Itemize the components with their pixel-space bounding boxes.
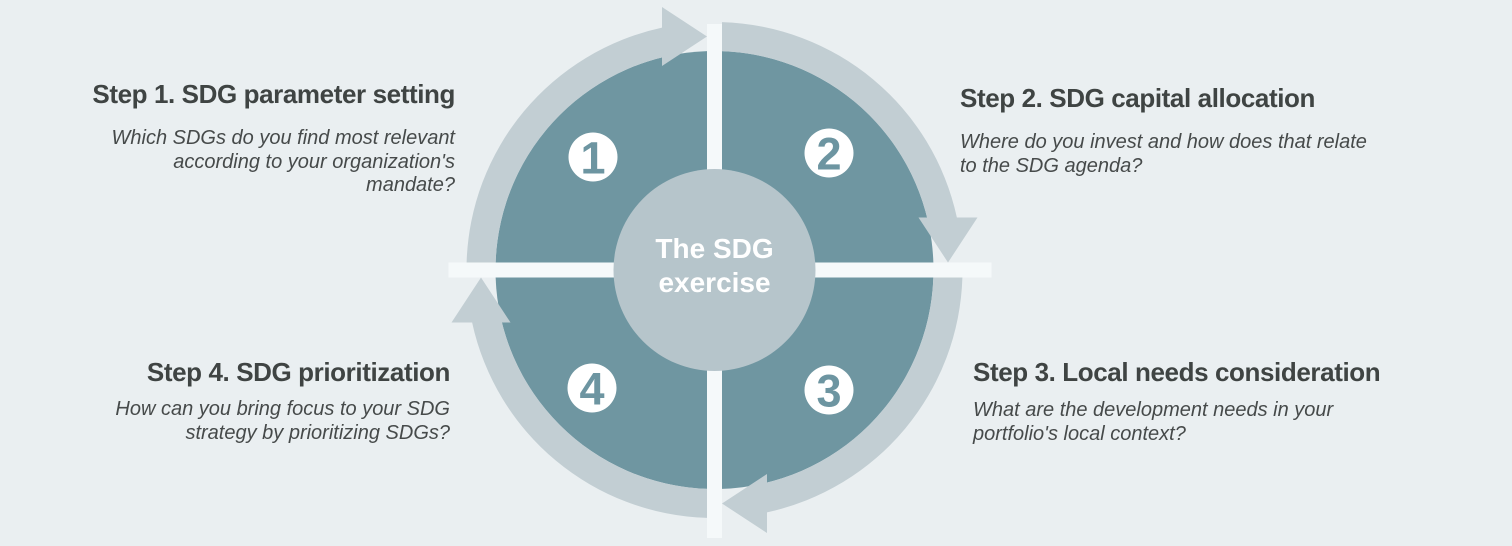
center-circle [613,169,816,371]
step-3-block: Step 3. Local needs consideration What a… [973,356,1443,446]
step-4-number: 4 [579,364,604,415]
step-2-desc-line-1: Where do you invest and how does that re… [960,131,1367,153]
step-4-desc-line-1: How can you bring focus to your SDG [115,398,450,420]
step-1-desc-line-2: according to your organization's [173,150,455,173]
step-2-badge [804,128,854,178]
step-1-description: Which SDGs do you find most relevant acc… [35,127,455,198]
step-4-title: Step 4. SDG prioritization [146,357,450,387]
step-2-desc-line-2: to the SDG agenda? [960,154,1143,177]
step-1-desc-line-3: mandate? [366,174,455,196]
step-4-badge [567,363,617,413]
step-4-desc-line-2: strategy by prioritizing SDGs? [185,421,450,444]
step-3-desc-line-1: What are the development needs in your [973,399,1334,421]
step-4-description: How can you bring focus to your SDG stra… [60,398,450,445]
center-title-line1: The SDG [655,233,773,264]
step-1-number: 1 [580,133,605,184]
step-3-title: Step 3. Local needs consideration [973,357,1381,387]
step-3-desc-line-2: portfolio's local context? [973,422,1186,445]
step-3-description: What are the development needs in your p… [973,399,1443,446]
step-3-badge [804,365,854,415]
step-1-desc-line-1: Which SDGs do you find most relevant [111,127,455,149]
step-2-description: Where do you invest and how does that re… [960,131,1420,178]
step-4-block: Step 4. SDG prioritization How can you b… [60,356,450,445]
step-2-block: Step 2. SDG capital allocation Where do … [960,82,1420,178]
step-1-block: Step 1. SDG parameter setting Which SDGs… [35,78,455,198]
step-1-badge [568,132,618,182]
step-3-number: 3 [816,366,841,417]
step-2-number: 2 [816,129,841,180]
step-2-title: Step 2. SDG capital allocation [960,83,1315,113]
center-title-line2: exercise [658,267,770,298]
step-1-title: Step 1. SDG parameter setting [92,79,455,109]
